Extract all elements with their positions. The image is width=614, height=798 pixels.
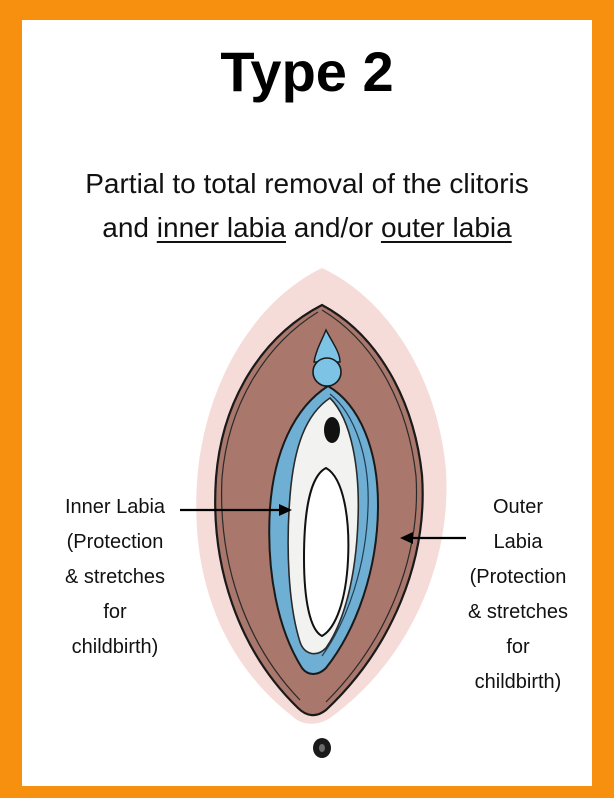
inner-label-line: (Protection (40, 525, 190, 560)
outer-labia-label: Outer Labia (Protection & stretches for … (458, 490, 578, 700)
outer-label-line: Labia (458, 525, 578, 560)
inner-label-line: Inner Labia (40, 490, 190, 525)
inner-labia-label: Inner Labia (Protection & stretches for … (40, 490, 190, 665)
outer-label-line: childbirth) (458, 665, 578, 700)
clitoris-shape (313, 358, 341, 386)
anus-center-shape (319, 744, 325, 752)
inner-label-line: childbirth) (40, 630, 190, 665)
inner-label-line: & stretches (40, 560, 190, 595)
outer-label-line: Outer (458, 490, 578, 525)
outer-label-line: (Protection (458, 560, 578, 595)
urethral-opening-shape (324, 417, 340, 443)
inner-label-line: for (40, 595, 190, 630)
outer-label-line: for (458, 630, 578, 665)
outer-label-line: & stretches (458, 595, 578, 630)
